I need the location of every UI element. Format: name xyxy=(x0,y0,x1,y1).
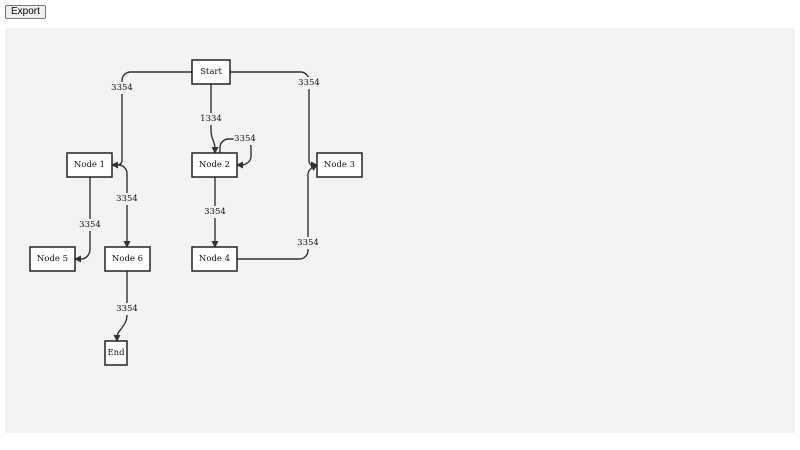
edge-start-to-node2[interactable] xyxy=(210,84,219,154)
diagram-svg: 3354 1334 3354 3354 3354 3354 3354 3354 3354 Sta… xyxy=(29,59,363,366)
edge-label-node2-to-node4: 3354 xyxy=(204,207,226,217)
edge-label-background xyxy=(115,193,139,205)
node-box[interactable] xyxy=(104,246,151,272)
edge-label-node4-to-node3: 3354 xyxy=(297,238,319,248)
node-label: Node 2 xyxy=(199,160,230,170)
edge-node1-to-node5[interactable] xyxy=(74,177,91,263)
edge-label-node1-to-node6: 3354 xyxy=(116,194,138,204)
node-node3[interactable]: Node 3 xyxy=(316,152,363,178)
node-node4[interactable]: Node 4 xyxy=(191,246,238,272)
edge-label-start-to-node3: 3354 xyxy=(298,78,320,88)
edge-node1-to-node6[interactable] xyxy=(112,164,131,248)
edge-label-background xyxy=(199,113,223,125)
node-label: Node 5 xyxy=(37,254,68,264)
edge-label-start-to-node2: 1334 xyxy=(200,114,222,124)
edge-label-start-to-node1: 3354 xyxy=(111,83,133,93)
node-box[interactable] xyxy=(29,246,76,272)
node-start[interactable]: Start xyxy=(191,59,231,85)
node-label: Node 4 xyxy=(199,254,230,264)
node-box[interactable] xyxy=(191,152,238,178)
edge-label-node1-to-node5: 3354 xyxy=(79,220,101,230)
edge-label-background xyxy=(115,303,139,315)
edge-node4-to-node3[interactable] xyxy=(237,164,318,260)
edge-label-background xyxy=(78,219,102,231)
edge-label-background xyxy=(203,206,227,218)
node-node2[interactable]: Node 2 xyxy=(191,152,238,178)
node-label: Node 1 xyxy=(74,160,105,170)
edge-node6-to-end[interactable] xyxy=(113,271,128,342)
node-box[interactable] xyxy=(191,59,231,85)
node-node5[interactable]: Node 5 xyxy=(29,246,76,272)
node-node6[interactable]: Node 6 xyxy=(104,246,151,272)
node-label: Node 3 xyxy=(324,160,355,170)
edge-start-to-node1[interactable] xyxy=(111,71,192,169)
node-node1[interactable]: Node 1 xyxy=(66,152,113,178)
node-end[interactable]: End xyxy=(104,340,128,366)
export-button[interactable]: Export xyxy=(5,5,46,19)
node-box[interactable] xyxy=(104,340,128,366)
edge-label-background xyxy=(233,133,257,145)
edge-label-background xyxy=(110,82,134,94)
edge-label-background xyxy=(296,237,320,249)
node-label: Start xyxy=(200,67,222,77)
edge-label-node2-to-node2: 3354 xyxy=(234,134,256,144)
edge-label-node6-to-end: 3354 xyxy=(116,304,138,314)
diagram-canvas[interactable]: 3354 1334 3354 3354 3354 3354 3354 3354 3354 Sta… xyxy=(5,28,795,433)
node-box[interactable] xyxy=(316,152,363,178)
edge-label-background xyxy=(297,77,321,89)
node-box[interactable] xyxy=(191,246,238,272)
node-label: Node 6 xyxy=(112,254,143,264)
node-label: End xyxy=(107,348,125,358)
node-box[interactable] xyxy=(66,152,113,178)
